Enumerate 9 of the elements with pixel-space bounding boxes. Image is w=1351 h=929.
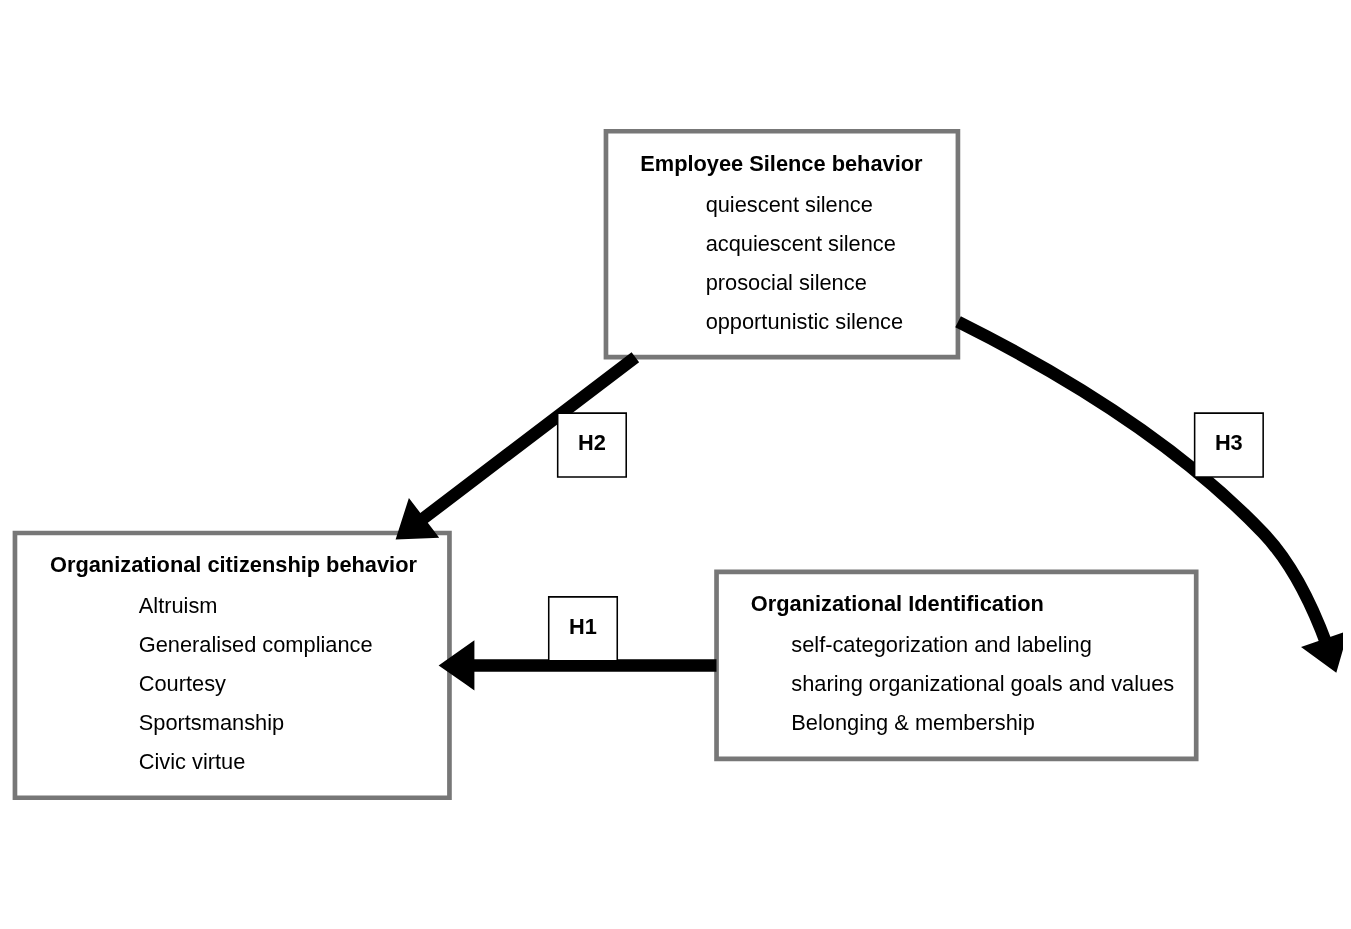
node-box: Organizational Identification self-categorization and labeling sharing organizational goals and values Belonging & membership bbox=[714, 569, 1199, 762]
edge-label: H3 bbox=[1214, 430, 1243, 456]
arrow bbox=[395, 352, 640, 540]
arrow bbox=[438, 640, 717, 691]
edge-label: H2 bbox=[577, 430, 606, 456]
node-box: Employee Silence behavior quiescent silence acquiescent silence prosocial silence opportunistic silence bbox=[603, 128, 961, 360]
arrow bbox=[955, 316, 1343, 673]
node-box: Organizational citizenship behavior Altruism Generalised compliance Courtesy Sportsmanship Civic virtue bbox=[12, 530, 452, 801]
edge-label: H1 bbox=[568, 613, 597, 639]
